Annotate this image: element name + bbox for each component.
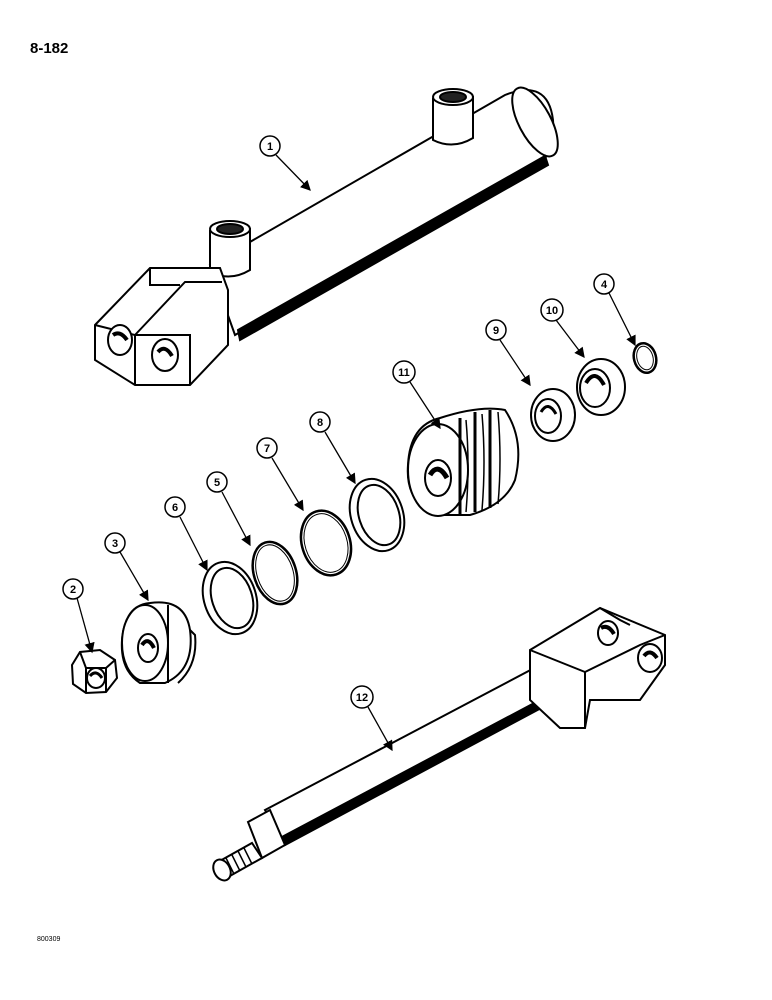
backup-ring: [348, 477, 406, 553]
piston-rod: [212, 606, 666, 882]
svg-text:8: 8: [317, 417, 323, 429]
leader-line-11: [409, 381, 441, 430]
wiper-seal: [576, 358, 626, 416]
svg-text:9: 9: [493, 325, 499, 337]
o-ring: [299, 509, 353, 577]
callout-12: 12: [350, 685, 374, 709]
leader-line-6: [179, 516, 208, 572]
svg-text:5: 5: [214, 477, 220, 489]
cylinder-barrel: [94, 86, 559, 386]
callout-11: 11: [392, 360, 416, 384]
cylinder-head: [406, 407, 520, 517]
page-number: 8-182: [30, 40, 69, 57]
svg-text:11: 11: [398, 367, 410, 379]
callout-7: 7: [256, 437, 278, 459]
leader-line-10: [555, 319, 585, 359]
callout-1: 1: [259, 135, 281, 157]
callout-2: 2: [62, 578, 84, 600]
figure-code: 800309: [37, 936, 61, 943]
svg-text:12: 12: [356, 692, 368, 704]
wiper-ring: [632, 341, 658, 375]
leader-line-12: [367, 706, 393, 752]
svg-text:10: 10: [546, 305, 558, 317]
callout-8: 8: [309, 411, 331, 433]
svg-text:4: 4: [601, 279, 608, 291]
leader-line-9: [499, 339, 531, 387]
callout-3: 3: [104, 532, 126, 554]
svg-text:6: 6: [172, 502, 178, 514]
leader-lines: [76, 154, 636, 752]
leader-line-2: [76, 597, 95, 654]
leader-line-3: [119, 551, 149, 602]
callout-9: 9: [485, 319, 507, 341]
leader-line-4: [608, 292, 636, 347]
leader-line-8: [324, 431, 356, 485]
callout-6: 6: [164, 496, 186, 518]
piston: [120, 601, 197, 684]
leader-line-7: [271, 457, 304, 512]
o-ring: [251, 540, 299, 606]
svg-text:7: 7: [264, 443, 270, 455]
rod-seal: [530, 388, 576, 442]
svg-text:1: 1: [267, 141, 273, 153]
leader-line-5: [221, 491, 251, 547]
callout-10: 10: [540, 298, 564, 322]
callout-5: 5: [206, 471, 228, 493]
callout-4: 4: [593, 273, 615, 295]
svg-text:2: 2: [70, 584, 76, 596]
leader-line-1: [275, 154, 311, 191]
svg-text:3: 3: [112, 538, 118, 550]
nut: [70, 648, 119, 695]
backup-ring: [201, 560, 259, 636]
